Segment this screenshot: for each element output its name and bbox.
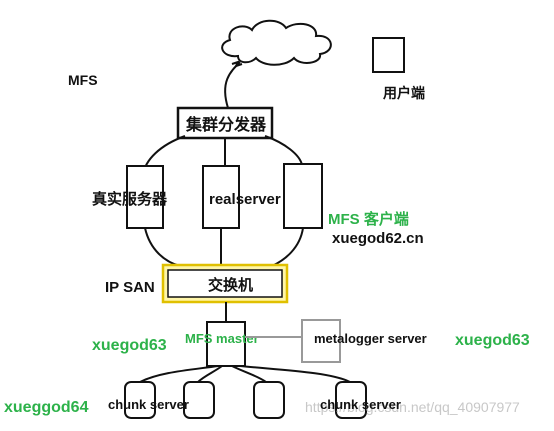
metalogger-box	[301, 319, 341, 363]
master-to-chunk-2-curve	[197, 365, 223, 383]
left-server-to-switch-curve	[144, 227, 181, 267]
master-to-chunk-1-curve	[139, 365, 219, 383]
ip-san-label: IP SAN	[105, 279, 155, 296]
real-server-box-middle	[202, 165, 240, 229]
cloud-icon	[221, 19, 332, 66]
cloud-squiggle	[231, 60, 243, 68]
watermark: https://blog.csdn.net/qq_40907977	[305, 399, 520, 415]
right-server-to-switch-curve	[271, 227, 304, 267]
user-terminal-box	[372, 37, 405, 73]
chunk-server-box-4	[335, 381, 367, 419]
distributor-to-right-curve	[264, 135, 303, 166]
chunk-server-box-2	[183, 381, 215, 419]
metalogger-label: metalogger server	[314, 331, 427, 346]
chunk-server-box-1	[124, 381, 156, 419]
host-63-left-label: xuegod63	[92, 337, 167, 354]
host-63-right-label: xuegod63	[455, 332, 530, 349]
host-64-label: xueggod64	[4, 399, 89, 416]
switch-label: 交换机	[208, 276, 253, 294]
chunk-server-box-3	[253, 381, 285, 419]
realserver-label: realserver	[209, 191, 281, 208]
chunk-server-label-1: chunk server	[108, 397, 189, 412]
switch-inner	[167, 269, 283, 298]
chunk-server-label-2: chunk server	[320, 397, 401, 412]
master-to-chunk-3-curve	[231, 365, 267, 383]
mfs-master-box	[206, 321, 246, 367]
cluster-distributor-label: 集群分发器	[185, 115, 267, 134]
real-server-box-right	[283, 163, 323, 229]
cloud-to-distributor-line	[224, 61, 241, 109]
mfs-label: MFS	[68, 72, 98, 88]
real-servers-label: 真实服务器	[92, 190, 168, 208]
master-to-chunk-4-curve	[239, 365, 351, 383]
mfs-master-label: MFS master	[185, 331, 259, 346]
real-server-box-left	[126, 165, 164, 229]
user-terminal-label: 用户端	[383, 85, 425, 101]
mfs-client-label: MFS 客户端	[328, 210, 409, 228]
host-62-label: xuegod62.cn	[332, 230, 424, 247]
